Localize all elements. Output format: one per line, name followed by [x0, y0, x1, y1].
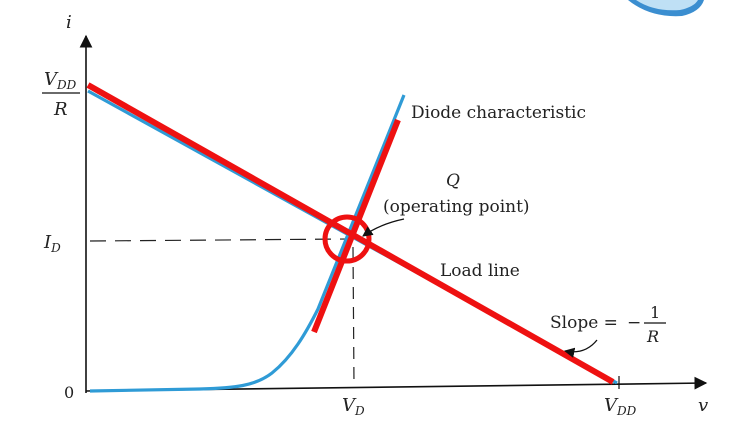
corner-logo [628, 0, 704, 17]
slope-leader-arrow [563, 339, 598, 358]
y-mid-label: ID [43, 232, 61, 255]
origin-label: 0 [64, 383, 74, 402]
slope-minus-sign: − [627, 313, 641, 333]
operating-point-label: (operating point) [383, 197, 530, 217]
y-axis-label: i [66, 12, 72, 33]
y-top-label-denominator: R [53, 99, 68, 120]
diode-tangent-highlight [311, 118, 401, 334]
slope-label: Slope = [550, 313, 618, 333]
q-symbol-label: Q [446, 171, 460, 191]
load-line-label: Load line [440, 261, 520, 281]
x-mid-label: VD [342, 395, 365, 418]
slope-numerator: 1 [650, 303, 660, 322]
y-top-label-numerator: VDD [44, 69, 77, 92]
vd-dashed-guide [352, 246, 355, 387]
slope-denominator: R [646, 327, 659, 346]
id-dashed-guide [89, 238, 351, 242]
x-end-label: VDD [604, 395, 637, 418]
q-leader-arrow [362, 218, 405, 237]
diode-curve-blue [89, 94, 406, 393]
operating-point-circle [322, 214, 372, 264]
diode-characteristic-label: Diode characteristic [411, 103, 586, 123]
x-axis-label: v [698, 395, 708, 416]
